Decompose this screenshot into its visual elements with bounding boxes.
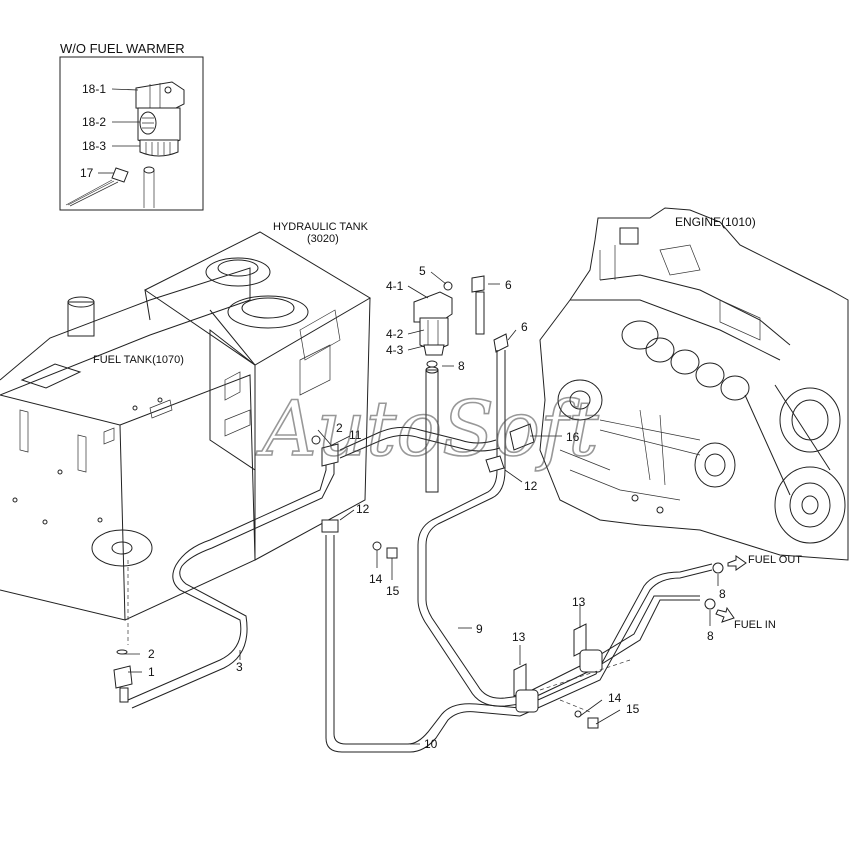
engine [539,207,849,561]
fuel-tank [0,267,256,645]
inset-label-18-3: 18-3 [82,139,106,153]
inset-label-18-2: 18-2 [82,115,106,129]
callout-16: 16 [566,430,580,444]
inset-box: W/O FUEL WARMER 18-1 18-2 [59,41,204,211]
callout-4-3: 4-3 [386,343,404,357]
fuel-filter-assembly [413,275,509,493]
callout-4-2: 4-2 [386,327,404,341]
fuel-out-arrow-icon [727,555,747,571]
callout-6b: 6 [521,320,528,334]
fuel-lines [113,350,724,753]
inset-label-18-1: 18-1 [82,82,106,96]
engine-label: ENGINE(1010) [675,215,756,229]
fuel-in-arrow-icon [715,606,735,623]
fuel-out-label: FUEL OUT [748,554,802,566]
fuel-tank-label: FUEL TANK(1070) [93,354,184,366]
callout-3: 3 [236,660,243,674]
callout-14a: 14 [369,572,383,586]
callout-8c: 8 [707,629,714,643]
callout-4-1: 4-1 [386,279,404,293]
hydraulic-tank-code: (3020) [307,233,339,245]
inset-title: W/O FUEL WARMER [60,41,185,56]
callout-15b: 15 [626,702,640,716]
callout-12b: 12 [524,479,538,493]
callout-13b: 13 [512,630,526,644]
callout-5: 5 [419,264,426,278]
callout-1: 1 [148,665,155,679]
callout-14b: 14 [608,691,622,705]
callout-12a: 12 [356,502,370,516]
watermark: AutoSoft [256,384,599,473]
callout-15a: 15 [386,584,400,598]
callout-2b: 2 [148,647,155,661]
callout-13a: 13 [572,595,586,609]
fuel-in-label: FUEL IN [734,619,776,631]
callout-11: 11 [349,428,362,442]
callout-2a: 2 [336,421,343,435]
inset-filter-icon [65,81,185,208]
callout-10: 10 [424,737,438,751]
hydraulic-tank-label: HYDRAULIC TANK [273,221,369,233]
callout-8a: 8 [458,359,465,373]
callout-8b: 8 [719,587,726,601]
callout-9: 9 [476,622,483,636]
callout-6a: 6 [505,278,512,292]
hydraulic-tank [144,231,371,561]
inset-label-17: 17 [80,166,94,180]
flow-arrows [715,555,747,623]
